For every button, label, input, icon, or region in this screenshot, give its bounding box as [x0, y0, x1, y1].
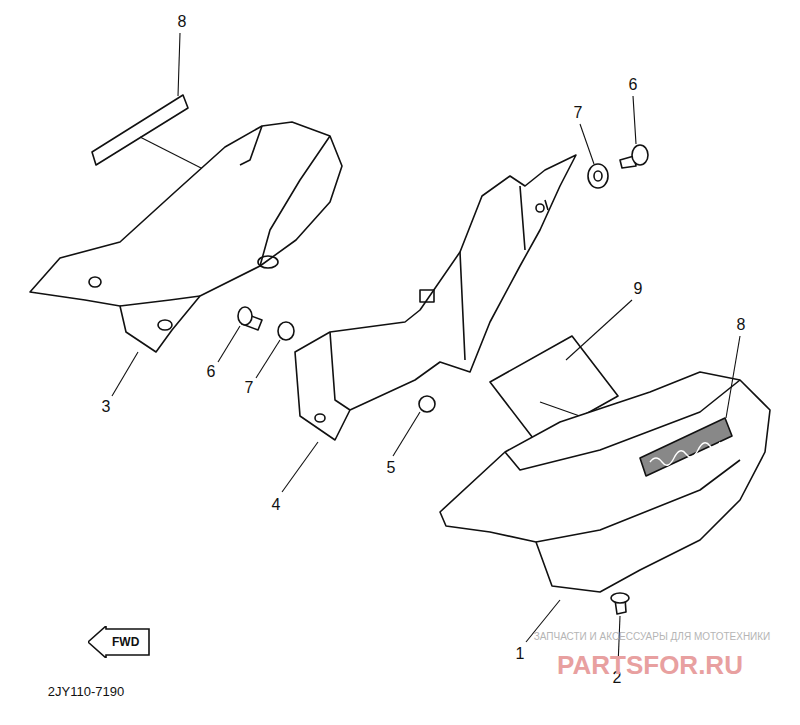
callout-number: 5 — [387, 460, 396, 476]
side-cover-right — [440, 372, 770, 592]
forward-arrow: FWD — [88, 626, 150, 658]
callout-number: 7 — [574, 105, 583, 121]
hole — [89, 277, 101, 287]
diagram-code: 2JY110-7190 — [48, 685, 124, 698]
callout-number: 8 — [737, 317, 746, 333]
bolt-head — [632, 145, 648, 165]
grommet — [419, 396, 435, 412]
screw-head — [611, 593, 629, 603]
watermark-logo: PARTSFOR.RU — [557, 652, 743, 678]
grommet — [278, 322, 294, 340]
grommet — [588, 164, 608, 188]
leader-line — [140, 137, 205, 170]
callout-number: 1 — [516, 646, 525, 662]
callout-number: 4 — [272, 497, 281, 513]
emblem-decal — [640, 418, 732, 476]
slot — [420, 290, 434, 302]
bolt-head — [238, 307, 252, 325]
callout-number: 8 — [178, 14, 187, 30]
cover-detail — [505, 380, 740, 542]
callout-number: 6 — [207, 364, 216, 380]
cover-detail — [120, 126, 330, 306]
leader-lines — [112, 33, 740, 666]
watermark-text: ЗАПЧАСТИ И АКСЕССУАРЫ ДЛЯ МОТОТЕХНИКИ — [534, 632, 771, 642]
hole — [536, 204, 544, 212]
direction-label: FWD — [112, 635, 139, 649]
hole — [158, 320, 172, 330]
arrow-shape — [88, 626, 149, 658]
grommet-hole — [594, 171, 602, 181]
callout-number: 7 — [245, 380, 254, 396]
hole — [315, 414, 325, 422]
side-cover-left — [30, 122, 342, 352]
emblem-script — [650, 442, 720, 465]
callout-number: 6 — [629, 77, 638, 93]
hole — [258, 256, 278, 268]
callout-number: 3 — [102, 399, 111, 415]
callout-number: 9 — [634, 281, 643, 297]
